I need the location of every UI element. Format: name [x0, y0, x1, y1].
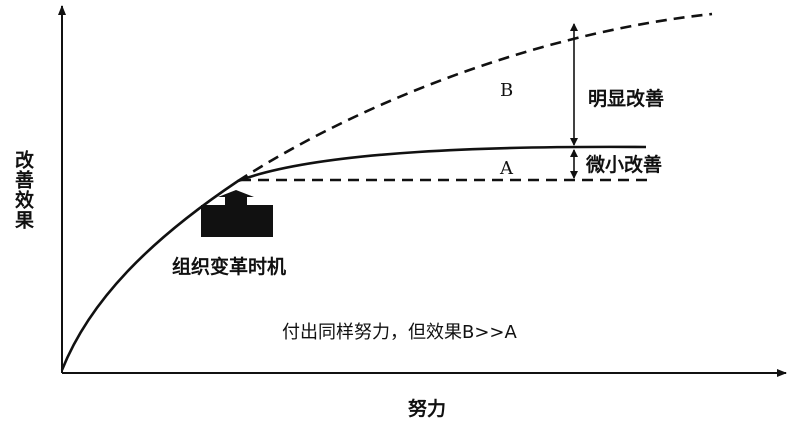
label-big-improvement: 明显改善 [588, 88, 665, 110]
label-small-improvement: 微小改善 [586, 154, 663, 176]
label-conclusion: 付出同样努力，但效果B>>A [282, 322, 517, 343]
x-axis-label: 努力 [408, 398, 447, 420]
label-timing: 组织变革时机 [172, 256, 287, 278]
timing-arrow-icon [201, 190, 273, 237]
label-b: B [500, 80, 514, 101]
label-a: A [500, 158, 513, 179]
curve-b-dashed [237, 12, 713, 183]
curve-a-solid [60, 145, 647, 371]
y-axis-label: 改善效果 [12, 150, 34, 230]
